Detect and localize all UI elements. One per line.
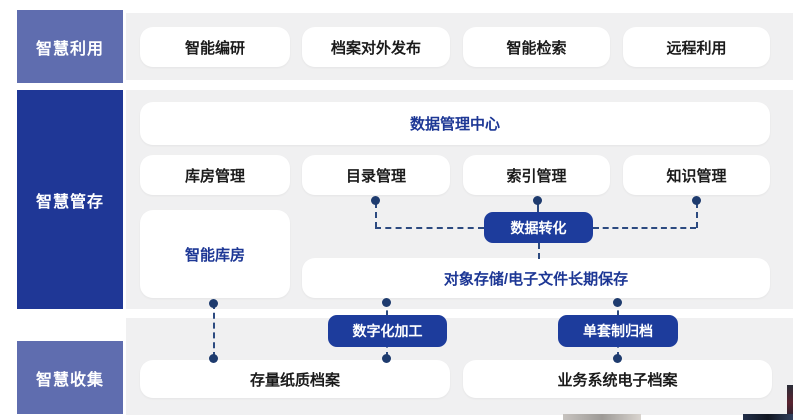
node-label: 智能库房 [184, 246, 245, 264]
node-index-management: 索引管理 [463, 155, 610, 195]
node-stock-paper-archives: 存量纸质档案 [140, 360, 450, 398]
connector-knowledge-down [696, 202, 698, 228]
connector-index-down [537, 202, 539, 213]
connector-dot [382, 298, 391, 307]
node-label: 数字化加工 [352, 323, 423, 339]
node-label: 远程利用 [666, 39, 727, 57]
node-data-management-center: 数据管理中心 [140, 102, 770, 145]
node-label: 库房管理 [184, 167, 245, 185]
node-label: 数据转化 [510, 219, 567, 236]
node-smart-retrieval: 智能检索 [463, 27, 610, 67]
connector-dot [382, 354, 391, 363]
node-label: 业务系统电子档案 [557, 371, 678, 389]
node-data-transformation: 数据转化 [484, 212, 593, 243]
connector-dot [692, 196, 701, 205]
section-label-text: 智慧收集 [35, 371, 104, 389]
node-archive-publishing: 档案对外发布 [302, 27, 450, 67]
section-label-smart-use: 智慧利用 [17, 10, 123, 83]
node-label: 知识管理 [666, 167, 727, 185]
node-label: 对象存储/电子文件长期保存 [443, 270, 629, 288]
node-label: 智能编研 [184, 39, 245, 57]
node-warehouse-management: 库房管理 [140, 155, 290, 195]
section-label-smart-collect: 智慧收集 [17, 341, 123, 414]
connector-catalog-down [375, 202, 377, 228]
node-label: 数据管理中心 [409, 116, 500, 133]
node-label: 索引管理 [506, 167, 567, 185]
section-label-text: 智慧管存 [35, 193, 104, 211]
node-smart-warehouse: 智能库房 [140, 210, 290, 298]
node-knowledge-management: 知识管理 [623, 155, 770, 195]
node-label: 档案对外发布 [330, 39, 421, 57]
connector-knowledge-to-transform [593, 227, 696, 229]
photo-sliver-bottom-right [743, 414, 793, 420]
node-business-electronic-archives: 业务系统电子档案 [463, 360, 772, 398]
connector-dot [533, 196, 542, 205]
connector-catalog-to-transform [375, 227, 484, 229]
node-catalog-management: 目录管理 [302, 155, 450, 195]
node-smart-compilation: 智能编研 [140, 27, 290, 67]
photo-sliver-bottom-center [563, 414, 641, 420]
section-label-smart-manage: 智慧管存 [17, 90, 123, 309]
connector-dot [371, 196, 380, 205]
connector-dot [209, 299, 218, 308]
connector-dot [209, 354, 218, 363]
connector-dot [613, 298, 622, 307]
node-remote-use: 远程利用 [623, 27, 770, 67]
node-label: 单套制归档 [583, 323, 653, 339]
connector-dot [613, 354, 622, 363]
node-label: 智能检索 [506, 39, 567, 57]
photo-sliver-right-edge [787, 385, 793, 420]
connector-warehouse-to-paper [213, 303, 215, 358]
node-digitization-processing: 数字化加工 [328, 315, 447, 347]
node-label: 存量纸质档案 [249, 371, 340, 389]
connector-transform-to-storage [538, 243, 540, 259]
section-label-text: 智慧利用 [35, 40, 104, 58]
node-label: 目录管理 [345, 167, 406, 185]
node-object-storage-bar: 对象存储/电子文件长期保存 [302, 258, 770, 298]
node-single-set-archiving: 单套制归档 [558, 315, 678, 347]
